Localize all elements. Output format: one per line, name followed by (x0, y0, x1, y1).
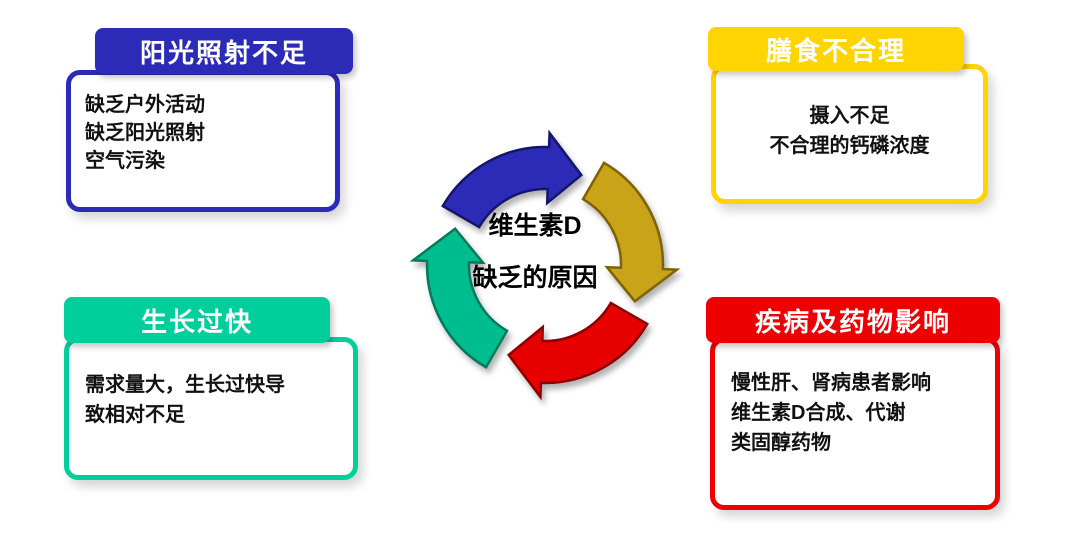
center-caption-line1: 维生素D (488, 212, 582, 240)
center-caption: 维生素D 缺乏的原因 (472, 206, 597, 294)
disease-item: 类固醇药物 (731, 432, 831, 454)
center-caption-line2: 缺乏的原因 (472, 264, 598, 292)
cycle-arrow-right-icon (581, 161, 681, 304)
sunlight-box-body: 缺乏户外活动 缺乏阳光照射 空气污染 (66, 70, 340, 212)
disease-item: 维生素D合成、代谢 (731, 402, 906, 424)
cycle-arrow-bottom-icon (506, 301, 649, 401)
sunlight-box-title: 阳光照射不足 (95, 28, 353, 74)
diet-item: 摄入不足 (809, 105, 890, 127)
cycle-arrow-left-icon (409, 226, 509, 369)
disease-box-title: 疾病及药物影响 (706, 297, 1000, 343)
diet-item: 不合理的钙磷浓度 (769, 135, 930, 157)
disease-box-body: 慢性肝、肾病患者影响 维生素D合成、代谢 类固醇药物 (710, 337, 1000, 510)
disease-item: 慢性肝、肾病患者影响 (731, 372, 931, 394)
diet-box-body: 摄入不足 不合理的钙磷浓度 (711, 64, 988, 204)
sunlight-item: 缺乏阳光照射 (85, 122, 205, 144)
diet-box-title: 膳食不合理 (708, 27, 964, 71)
growth-box-title: 生长过快 (64, 297, 330, 343)
cycle-arrow-top-icon (441, 129, 584, 229)
growth-item: 致相对不足 (85, 404, 185, 426)
sunlight-item: 空气污染 (85, 150, 165, 172)
sunlight-item: 缺乏户外活动 (85, 94, 205, 116)
cycle-arrows (409, 129, 681, 401)
growth-box-body: 需求量大，生长过快导 致相对不足 (64, 337, 358, 480)
growth-item: 需求量大，生长过快导 (85, 374, 285, 396)
